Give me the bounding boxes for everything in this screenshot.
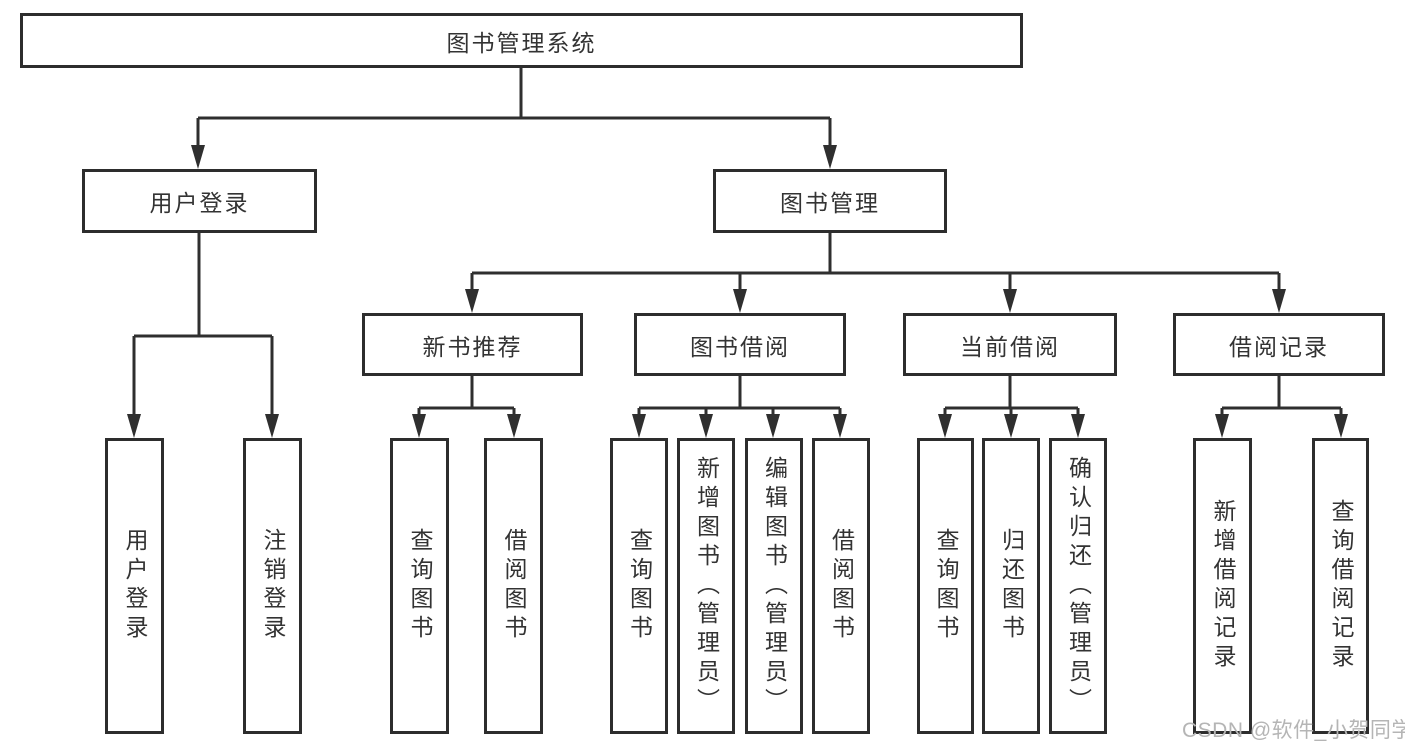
node-book-borrow: 图书借阅	[634, 313, 846, 376]
arrow-down-icon	[833, 414, 847, 438]
connector-new-book	[417, 376, 516, 419]
arrow-down-icon	[1004, 414, 1018, 438]
arrow-down-icon	[938, 414, 952, 438]
arrow-down-icon	[733, 289, 747, 313]
leaf-query-books-recommend: 查询图书	[390, 438, 449, 734]
connector-borrow-records	[1220, 376, 1343, 419]
arrow-down-icon	[1003, 289, 1017, 313]
arrow-down-icon	[1071, 414, 1085, 438]
arrow-down-icon	[265, 414, 279, 438]
arrow-down-icon	[412, 414, 426, 438]
node-borrow-records: 借阅记录	[1173, 313, 1385, 376]
connector-book-management	[470, 233, 1281, 294]
connector-book-borrow	[637, 376, 842, 419]
csdn-watermark: CSDN @软件_小贺同学	[1182, 719, 1405, 742]
leaf-confirm-return-admin: 确认归还（管理员）	[1049, 438, 1107, 734]
node-new-book-recommend: 新书推荐	[362, 313, 583, 376]
arrow-down-icon	[465, 289, 479, 313]
arrow-down-icon	[699, 414, 713, 438]
leaf-return-books: 归还图书	[982, 438, 1040, 734]
arrowheads	[127, 145, 1348, 438]
leaf-add-books-admin: 新增图书（管理员）	[677, 438, 735, 734]
arrow-down-icon	[1334, 414, 1348, 438]
node-current-borrow: 当前借阅	[903, 313, 1117, 376]
leaf-edit-books-admin: 编辑图书（管理员）	[745, 438, 803, 734]
node-book-management: 图书管理	[713, 169, 947, 233]
arrow-down-icon	[127, 414, 141, 438]
leaf-query-books-borrow: 查询图书	[610, 438, 668, 734]
leaf-logout: 注销登录	[243, 438, 302, 734]
node-user-login: 用户登录	[82, 169, 317, 233]
leaf-query-books-current: 查询图书	[917, 438, 974, 734]
arrow-down-icon	[1215, 414, 1229, 438]
arrow-down-icon	[1272, 289, 1286, 313]
connector-current-borrow	[943, 376, 1080, 419]
leaf-borrow-books-recommend: 借阅图书	[484, 438, 543, 734]
connector-root	[196, 68, 832, 150]
node-root: 图书管理系统	[20, 13, 1023, 68]
arrow-down-icon	[823, 145, 837, 169]
arrow-down-icon	[507, 414, 521, 438]
arrow-down-icon	[191, 145, 205, 169]
leaf-borrow-books: 借阅图书	[812, 438, 870, 734]
leaf-user-login: 用户登录	[105, 438, 164, 734]
leaf-query-borrow-record: 查询借阅记录	[1312, 438, 1369, 734]
arrow-down-icon	[766, 414, 780, 438]
connector-user-login	[132, 233, 274, 419]
arrow-down-icon	[632, 414, 646, 438]
leaf-add-borrow-record: 新增借阅记录	[1193, 438, 1252, 734]
